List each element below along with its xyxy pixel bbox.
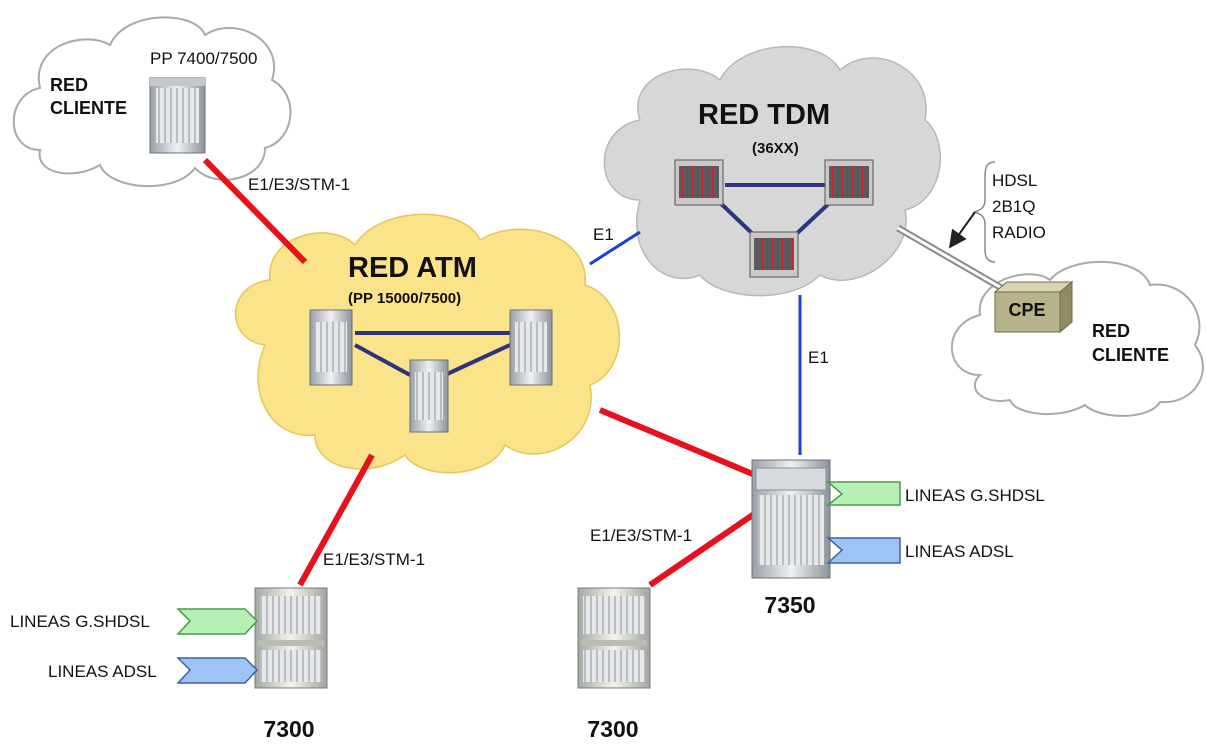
dslam-7300-mid-icon: [577, 587, 651, 689]
client-right-title-line1: RED: [1092, 321, 1130, 341]
client-top-title-line2: CLIENTE: [50, 98, 127, 118]
cpe-label: CPE: [1008, 300, 1045, 320]
tdm-mux-bottom-icon: [749, 231, 799, 278]
tdm-mux-left-icon: [674, 159, 724, 206]
atm-switch-right-icon: [509, 309, 553, 386]
atm-switch-left-icon: [309, 309, 353, 386]
access-radio-label: RADIO: [992, 223, 1046, 242]
link-label-tdm-7350: E1: [808, 348, 829, 367]
access-2b1q-label: 2B1Q: [992, 197, 1035, 216]
link-label-atm-7300: E1/E3/STM-1: [323, 550, 425, 569]
atm-title: RED ATM: [348, 252, 477, 284]
link-client-atm: [202, 157, 308, 265]
atm-mesh: [354, 331, 511, 377]
links: [202, 157, 1007, 588]
link-label-7350-7300: E1/E3/STM-1: [590, 526, 692, 545]
client-top-title-line1: RED: [50, 75, 88, 95]
tdm-title: RED TDM: [698, 99, 830, 131]
adsl-arrow-7300-icon: [176, 657, 259, 684]
adsl-label-7350: LINEAS ADSL: [905, 542, 1014, 561]
dslam-7350-icon: [751, 459, 831, 579]
tdm-cloud: [603, 45, 942, 297]
link-atm-7350: [598, 407, 757, 478]
link-atm-7300-left: [297, 453, 375, 587]
cloud-shape: [234, 213, 621, 474]
gshdsl-label-7350: LINEAS G.SHDSL: [905, 486, 1045, 505]
access-brace: [948, 161, 996, 263]
link-atm-tdm: [589, 230, 641, 266]
cpe-box-icon: CPE: [993, 280, 1074, 334]
atm-cloud: [234, 213, 621, 474]
adsl-arrow-7350-icon: [825, 537, 901, 564]
link-7350-7300-mid: [648, 507, 762, 588]
atm-switch-bottom-icon: [409, 359, 449, 433]
dslam-7300-left-icon: [254, 587, 328, 689]
access-hdsl-label: HDSL: [992, 171, 1037, 190]
dslam-7300-left-label: 7300: [263, 716, 314, 742]
tdm-subtitle: (36XX): [752, 140, 799, 157]
gshdsl-arrow-7350-icon: [825, 481, 901, 506]
pp7400-router-icon: [149, 77, 206, 154]
tdm-mux-right-icon: [824, 159, 874, 206]
link-label-client-atm: E1/E3/STM-1: [248, 175, 350, 194]
cloud-shape: [603, 45, 942, 297]
atm-subtitle: (PP 15000/7500): [348, 290, 461, 307]
dslam-7300-mid-label: 7300: [587, 716, 638, 742]
link-label-atm-tdm: E1: [593, 225, 614, 244]
gshdsl-arrow-7300-icon: [176, 608, 259, 635]
client-right-title-line2: CLIENTE: [1092, 345, 1169, 365]
dslam-7350-label: 7350: [764, 592, 815, 618]
adsl-label-7300: LINEAS ADSL: [48, 662, 157, 681]
gshdsl-label-7300: LINEAS G.SHDSL: [10, 612, 150, 631]
pp7400-label: PP 7400/7500: [150, 49, 257, 68]
